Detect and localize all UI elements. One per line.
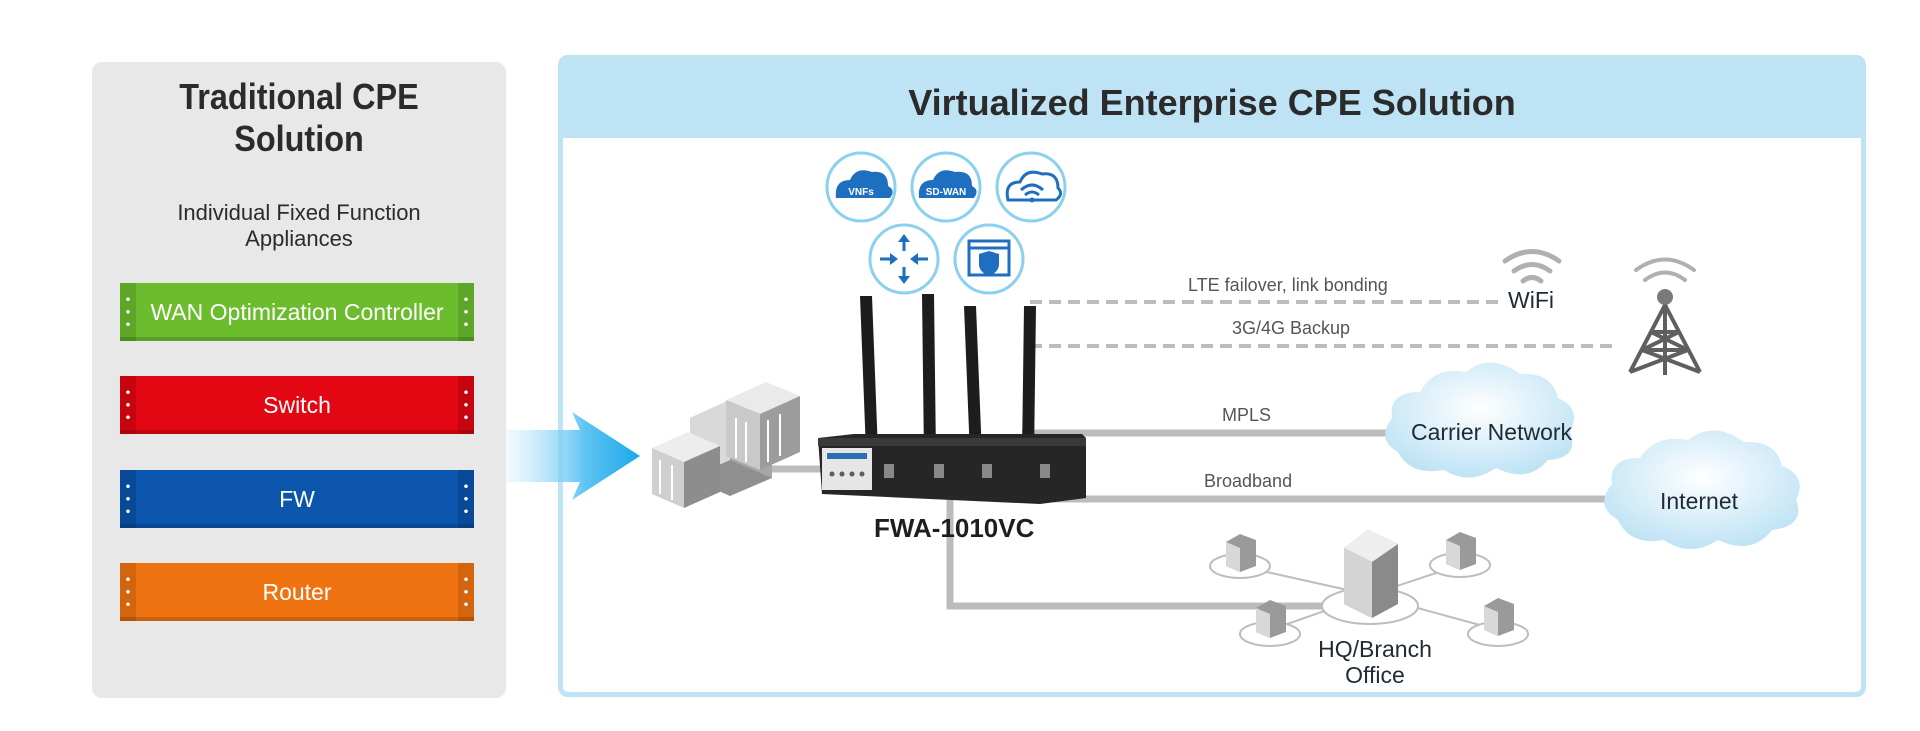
vnfs-cloud-icon: VNFs: [825, 151, 897, 223]
device-antennas: [860, 294, 1036, 456]
wireless-links: [1030, 300, 1615, 348]
traditional-cpe-title: Traditional CPE Solution: [179, 76, 419, 159]
traditional-cpe-panel: Traditional CPE Solution Individual Fixe…: [92, 62, 506, 698]
appliance-wan-optimization: WAN Optimization Controller: [120, 283, 474, 341]
virtualized-cpe-header: [563, 60, 1861, 138]
branch-building-icon: [1226, 534, 1256, 572]
hq-branch-label-line1: HQ/Branch: [1318, 636, 1432, 662]
hq-line: [946, 496, 1330, 610]
mpls-link-label: MPLS: [1222, 405, 1272, 425]
hq-building-icon: [1344, 530, 1398, 618]
broadband-link-label: Broadband: [1204, 471, 1293, 491]
vnfs-icon-text: VNFs: [848, 187, 874, 198]
fwa-1010vc-device: [818, 434, 1086, 504]
carrier-network-cloud: [1385, 362, 1574, 478]
appliance-label: Switch: [263, 391, 331, 418]
branch-building-icon: [1256, 600, 1286, 638]
sd-wan-icon-text: SD-WAN: [926, 187, 967, 198]
enterprise-buildings-icon: [652, 382, 800, 508]
appliance-fw: FW: [120, 470, 474, 528]
appliance-router: Router: [120, 563, 474, 621]
branch-building-icon: [1446, 532, 1476, 570]
device-name-label: FWA-1010VC: [874, 513, 1035, 543]
wireless-cloud-icon: [995, 151, 1067, 223]
appliance-label: FW: [279, 485, 315, 512]
appliance-switch: Switch: [120, 376, 474, 434]
wifi-icon: [1502, 249, 1562, 284]
appliance-label: WAN Optimization Controller: [150, 298, 444, 325]
lte-link-label: LTE failover, link bonding: [1188, 275, 1388, 295]
appliances-subtitle: Individual Fixed Function Appliances: [177, 200, 421, 251]
transition-arrow: [505, 412, 640, 500]
internet-cloud: [1604, 430, 1800, 549]
branch-building-icon: [1484, 598, 1514, 636]
cell-tower-icon: [1628, 257, 1702, 375]
routing-arrows-icon: [868, 223, 940, 295]
carrier-network-label: Carrier Network: [1411, 419, 1573, 445]
hq-branch-network: [1209, 530, 1529, 647]
sd-wan-cloud-icon: SD-WAN: [910, 151, 982, 223]
wifi-label: WiFi: [1508, 287, 1554, 313]
virtualized-cpe-title: Virtualized Enterprise CPE Solution: [908, 82, 1516, 123]
hq-branch-label-line2: Office: [1345, 662, 1405, 688]
security-shield-icon: [953, 223, 1025, 295]
internet-label: Internet: [1660, 488, 1738, 514]
hq-branch-label: HQ/Branch Office: [1310, 636, 1440, 688]
appliance-label: Router: [262, 578, 332, 605]
link-lines: [735, 429, 1620, 610]
backup-link-label: 3G/4G Backup: [1232, 318, 1351, 338]
virtualized-cpe-panel: Virtualized Enterprise CPE Solution: [558, 55, 1866, 697]
